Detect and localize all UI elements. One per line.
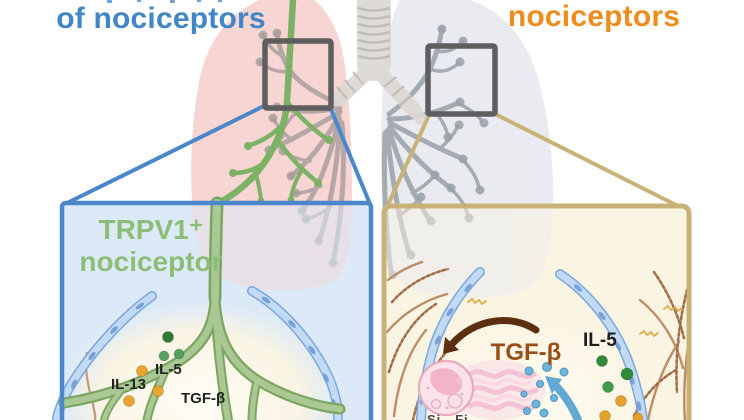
right-panel-art — [381, 203, 692, 420]
secretion-arrow — [545, 376, 582, 420]
il13-label-left: IL-13 — [111, 376, 147, 393]
trpv1-label-line2: nociceptor — [79, 246, 223, 277]
il13-molecules-right — [599, 395, 644, 420]
elastin-fragments — [467, 297, 683, 338]
tgfb-label-right: TGF-β — [490, 339, 562, 366]
tgfb-molecules — [520, 362, 569, 418]
tgfb-label-left: TGF-β — [181, 390, 226, 407]
zoom-connector-right — [385, 111, 684, 210]
right-panel-border — [381, 203, 692, 420]
il5-label-right: IL-5 — [583, 330, 617, 351]
zoom-square-right — [425, 43, 498, 117]
clipped-title-fragments — [107, 0, 222, 3]
title-activation-of-nociceptors: of nociceptors — [56, 2, 266, 35]
il5-molecules-right — [596, 355, 634, 393]
fibroblast-cell — [417, 359, 546, 420]
trpv1-nociceptor-label: TRPV1⁺ nociceptor — [72, 214, 230, 278]
title-nociceptors: nociceptors — [507, 0, 681, 33]
il5-label-left: IL-5 — [155, 361, 182, 378]
tgfb-arrow — [443, 317, 540, 354]
il13-molecules-left — [123, 365, 164, 407]
zoom-connector-left — [63, 103, 372, 206]
zoom-square-left — [262, 38, 334, 111]
trpv1-label-line1: TRPV1⁺ — [98, 214, 204, 245]
clipped-cell-label: Si.. Fi.. — [427, 412, 478, 420]
left-panel-border — [59, 200, 374, 420]
trpv1-nociceptor-nerve — [58, 196, 346, 420]
left-panel-art — [52, 196, 374, 420]
il5-molecules-left — [158, 331, 185, 362]
